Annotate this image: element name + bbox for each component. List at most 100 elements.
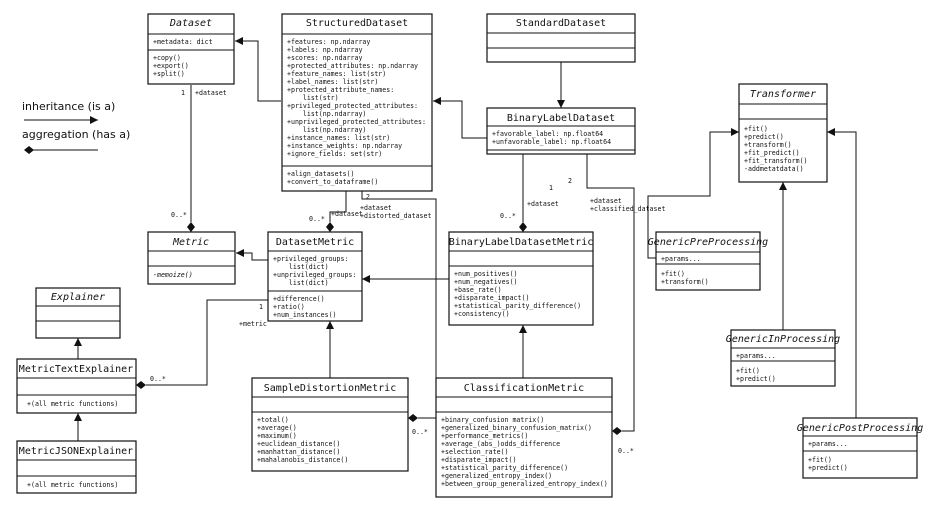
inherit-pre-to-transformer <box>647 128 739 259</box>
binarylabel-role-label: +dataset <box>527 200 559 208</box>
structured-role-dataset: +dataset <box>360 204 392 212</box>
bldm-method: +base_rate() <box>454 286 502 294</box>
class-transformer[interactable]: Transformer +fit() +predict() +transform… <box>738 83 828 183</box>
legend-inheritance-label: inheritance (is a) <box>22 100 115 113</box>
in-processing-method: +fit() <box>736 367 760 375</box>
structured-role-distorted: +distorted_dataset <box>360 212 431 220</box>
agg-diamond-cm <box>612 427 622 435</box>
cm-method: +performance_metrics() <box>441 432 528 440</box>
agg-diamond-mte <box>136 381 146 389</box>
pre-processing-method: +fit() <box>661 270 685 278</box>
dataset-class-name: Dataset <box>169 18 212 29</box>
sdm-method: +manhattan_distance() <box>257 448 340 456</box>
transformer-method: -addmetatdata() <box>744 165 804 173</box>
class-metric-text-explainer[interactable]: MetricTextExplainer +(all metric functio… <box>16 358 137 414</box>
dataset-method: +copy() <box>153 54 181 62</box>
bldm-method: +consistency() <box>454 310 510 318</box>
class-generic-pre-processing[interactable]: GenericPreProcessing +params... +fit() +… <box>648 231 768 291</box>
legend-aggregation-diamond <box>24 146 34 154</box>
dataset-metric-method: +ratio() <box>273 303 305 311</box>
agg-mte-datasetmetric <box>146 299 268 386</box>
mte-class-name: MetricTextExplainer <box>19 364 133 375</box>
connections <box>74 37 857 441</box>
dataset-method: +split() <box>153 70 185 78</box>
mte-multiplicity: 0..* <box>150 375 166 383</box>
dataset-role-label: +dataset <box>195 89 227 97</box>
inherit-datasetmetric-to-metric <box>236 249 268 261</box>
agg-diamond-bldm <box>519 222 527 232</box>
dataset-metric-class-name: DatasetMetric <box>276 237 354 248</box>
bldm-class-name: BinaryLabelDatasetMetric <box>449 237 594 248</box>
standard-dataset-class-name: StandardDataset <box>516 18 606 29</box>
legend: inheritance (is a) aggregation (has a) <box>22 100 130 154</box>
structured-dataset-method: +align_datasets() <box>287 170 355 178</box>
class-binary-label-dataset[interactable]: BinaryLabelDataset +favorable_label: np.… <box>486 107 636 155</box>
bldm-method: +num_negatives() <box>454 278 518 286</box>
cm-method: +generalized_entropy_index() <box>441 472 552 480</box>
structured-dataset-attribute: +labels: np.ndarray <box>287 46 362 54</box>
dataset-attribute: +metadata: dict <box>153 38 213 46</box>
structured-dataset-attribute: +instance_names: list(str) <box>287 134 390 142</box>
class-generic-in-processing[interactable]: GenericInProcessing +params... +fit() +p… <box>726 329 840 387</box>
structured-dataset-attribute: +scores: np.ndarray <box>287 54 362 62</box>
structured-agg-multiplicity-2: 2 <box>366 193 370 201</box>
class-structured-dataset[interactable]: StructuredDataset +features: np.ndarray … <box>281 13 433 192</box>
class-dataset-metric[interactable]: DatasetMetric +privileged_groups: list(d… <box>267 231 363 322</box>
in-processing-attribute: +params... <box>736 352 776 360</box>
cm-class-name: ClassificationMetric <box>464 383 584 394</box>
dataset-metric-attribute: +unprivileged_groups: <box>273 271 356 279</box>
class-binary-label-dataset-metric[interactable]: BinaryLabelDatasetMetric +num_positives(… <box>448 231 594 326</box>
structured-dataset-attribute: +instance_weights: np.ndarray <box>287 142 402 150</box>
binarylabel-role-dataset: +dataset <box>590 197 622 205</box>
class-dataset[interactable]: Dataset +metadata: dict +copy() +export(… <box>147 13 235 85</box>
metric-class-name: Metric <box>172 237 209 248</box>
dataset-multiplicity: 1 <box>181 89 185 97</box>
class-sample-distortion-metric[interactable]: SampleDistortionMetric +total() +average… <box>251 377 409 472</box>
class-metric[interactable]: Metric -memoize() <box>147 231 236 285</box>
sdm-method: +average() <box>257 424 297 432</box>
structured-dataset-attribute: +protected_attribute_names: <box>287 86 394 94</box>
sdm-method: +maximum() <box>257 432 297 440</box>
pre-processing-method: +transform() <box>661 278 709 286</box>
transformer-method: +fit_transform() <box>744 157 808 165</box>
binarylabel-role-classified: +classified_dataset <box>590 205 665 213</box>
bldm-method: +num_positives() <box>454 270 518 278</box>
class-classification-metric[interactable]: ClassificationMetric +binary_confusion m… <box>435 377 613 498</box>
post-processing-method: +predict() <box>808 464 848 472</box>
datasetmetric-role-label: +dataset <box>331 210 363 218</box>
transformer-method: +fit() <box>744 125 768 133</box>
connection-labels: 1 +dataset 0..* 0..* +dataset 2 +dataset… <box>150 89 665 455</box>
transformer-method: +predict() <box>744 133 784 141</box>
metric-assoc-multiplicity: 1 <box>259 303 263 311</box>
cm-method: +statistical_parity_difference() <box>441 464 568 472</box>
sdm-method: +mahalanobis_distance() <box>257 456 348 464</box>
dataset-metric-attribute: +privileged_groups: <box>273 255 348 263</box>
agg-diamond-datasetmetric <box>326 222 334 232</box>
inherit-binarylabel-to-structured <box>433 97 487 139</box>
transformer-class-name: Transformer <box>750 89 816 100</box>
bldm-method: +statistical_parity_difference() <box>454 302 581 310</box>
cm-agg-multiplicity: 0..* <box>618 447 634 455</box>
inherit-post-to-transformer <box>827 128 857 418</box>
class-generic-post-processing[interactable]: GenericPostProcessing +params... +fit() … <box>797 417 923 479</box>
bldm-method: +disparate_impact() <box>454 294 529 302</box>
in-processing-class-name: GenericInProcessing <box>726 334 840 345</box>
structured-dataset-attribute: +features: np.ndarray <box>287 38 370 46</box>
structured-dataset-attribute: list(np.ndarray) <box>287 126 366 134</box>
class-metric-json-explainer[interactable]: MetricJSONExplainer +(all metric functio… <box>16 440 137 494</box>
structured-dataset-class-name: StructuredDataset <box>306 18 408 29</box>
metric-method: -memoize() <box>153 271 193 279</box>
sdm-method: +total() <box>257 416 289 424</box>
structured-dataset-attribute: list(str) <box>287 94 339 102</box>
bldm-multiplicity: 0..* <box>500 212 516 220</box>
dataset-metric-method: +num_instances() <box>273 311 337 319</box>
agg-cm-binarylabel <box>586 154 635 432</box>
class-explainer[interactable]: Explainer <box>35 287 121 339</box>
binarylabel-multiplicity-1: 1 <box>549 184 553 192</box>
inherit-structured-to-dataset <box>235 37 281 102</box>
mje-class-name: MetricJSONExplainer <box>19 446 133 457</box>
class-standard-dataset[interactable]: StandardDataset <box>486 13 636 63</box>
structured-dataset-attribute: +ignore_fields: set(str) <box>287 150 382 158</box>
cm-method: +generalized_binary_confusion_matrix() <box>441 424 592 432</box>
structured-dataset-attribute: list(np.ndarray) <box>287 110 366 118</box>
